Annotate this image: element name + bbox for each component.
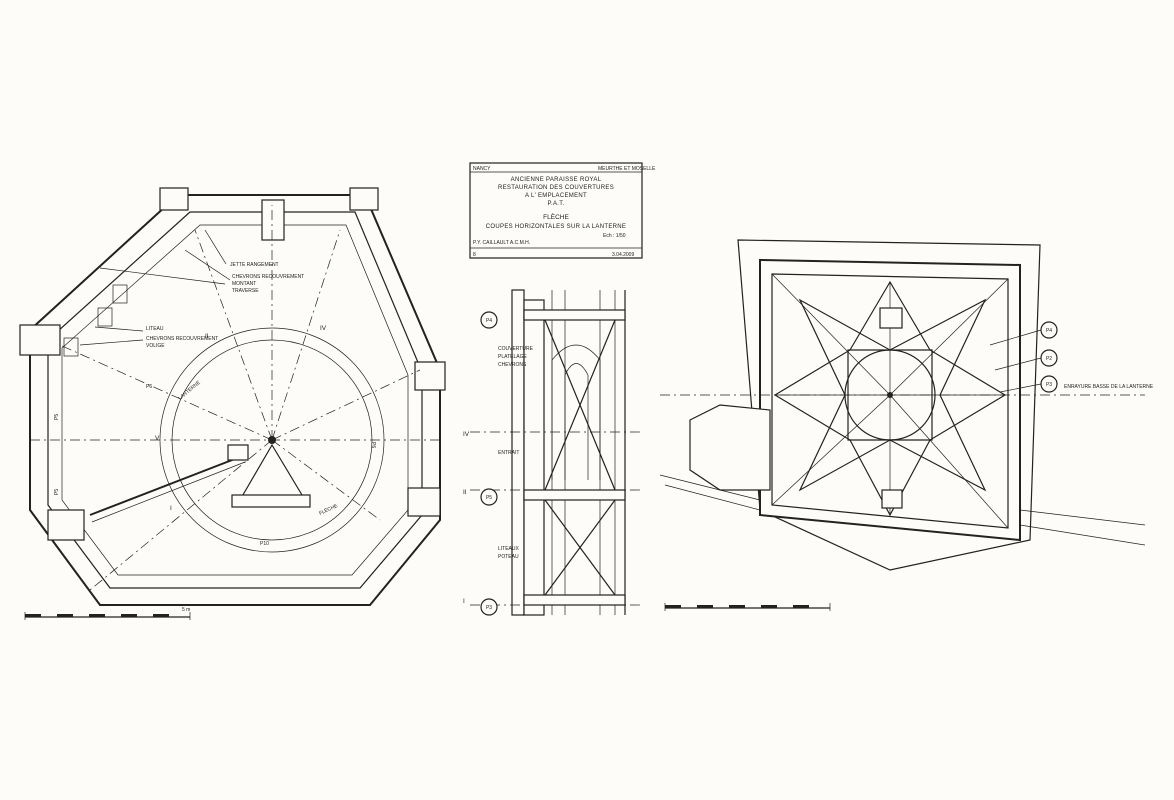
right-callout-p2: P2 (1046, 356, 1052, 362)
right-callout-circle-p3 (1040, 375, 1058, 393)
section-left-post (523, 299, 545, 616)
bracket-box (112, 284, 128, 304)
annotation-traverse: TRAVERSE (232, 288, 259, 294)
octagonal-plan-lantern: JETTE RANGEMENT CHEVRONS RECOUVREMENT MO… (19, 187, 446, 620)
annotation-chevrons-1: CHEVRONS RECOUVREMENT (232, 274, 304, 280)
scale-bar-left (24, 612, 191, 620)
corner-post-w (19, 324, 61, 356)
diagonal-strut (89, 454, 246, 516)
corner-post-se (407, 487, 441, 517)
side-label-p5-w: P5 (54, 414, 60, 420)
section-beam-mid (523, 489, 626, 501)
tb-sheet-no: 8 (473, 252, 476, 258)
roman-numeral-V: V (155, 435, 160, 442)
corner-post-e (414, 361, 446, 391)
callout-circle-p5 (480, 488, 498, 506)
roman-numeral-II: II (205, 333, 209, 340)
level-IV: IV (463, 431, 470, 438)
callout-p4: P4 (486, 318, 492, 324)
vertical-section-lantern: IV II I P4 P5 P3 COUVERTURE PLATELAGE CH… (463, 289, 640, 616)
label-p10: P10 (260, 541, 269, 547)
annotation-montant: MONTANT (232, 281, 256, 287)
roman-numeral-I: I (170, 505, 172, 512)
section-window-arch (551, 344, 601, 480)
callout-p5: P5 (486, 495, 492, 501)
annotation-volige: VOLIGE (146, 343, 165, 349)
corner-post-sw (47, 509, 85, 541)
section-note-1: COUVERTURE (498, 346, 534, 352)
tb-scale: Ech : 1/50 (603, 233, 626, 239)
section-window-inner (564, 363, 589, 480)
top-opening (879, 307, 903, 329)
tb-subtitle: COUPES HORIZONTALES SUR LA LANTERNE (486, 224, 626, 230)
right-callout-circle-p2 (1040, 349, 1058, 367)
corner-post-ne (349, 187, 379, 211)
tb-line1: ANCIENNE PARAISSE ROYAL (511, 177, 602, 183)
diagonal-strut-edge (91, 461, 246, 523)
callout-circle-p4 (480, 311, 498, 329)
section-note-6: POTEAU (498, 554, 519, 560)
square-plan-enrayure: P4 P2 P3 ENRAYURE BASSE DE LA LANTERNE (659, 239, 1154, 611)
side-label-p6-nw: P6 (146, 384, 152, 390)
level-II: II (463, 489, 467, 496)
tb-subject: FLÈCHE (543, 212, 569, 221)
tb-date: 3.04.2009 (612, 252, 634, 258)
central-post-n (261, 199, 285, 241)
octagon-inner-wall (47, 211, 423, 589)
annotation-liteau: LITEAU (146, 326, 164, 332)
corner-post-nw (159, 187, 189, 211)
central-beam (231, 494, 311, 508)
callout-circle-p3 (480, 598, 498, 616)
adjacent-turret (689, 404, 771, 491)
section-note-2: PLATELAGE (498, 354, 527, 360)
section-note-3: CHEVRONS (498, 362, 527, 368)
tb-city: NANCY (473, 166, 491, 172)
annotation-chevrons-2: CHEVRONS RECOUVREMENT (146, 336, 218, 342)
title-block-frame (469, 162, 643, 259)
section-beam-top (523, 309, 626, 321)
scale-label-left: 5 m (182, 607, 190, 613)
annotation-jette: JETTE RANGEMENT (230, 262, 279, 268)
right-callout-p4: P4 (1046, 328, 1052, 334)
bracket-box (97, 307, 113, 327)
callout-p3: P3 (486, 605, 492, 611)
scale-bar-right (664, 603, 831, 611)
section-level-lines (470, 431, 640, 606)
octagon-outer-wall (29, 194, 441, 606)
annotation-leaders (79, 229, 231, 346)
side-label-p5-sw: P5 (54, 489, 60, 495)
right-callout-leaders (989, 329, 1042, 393)
tb-line4: P.A.T. (547, 201, 564, 207)
section-cross-braces (544, 319, 616, 596)
side-label-p6-e: P6 (370, 442, 376, 448)
roman-numeral-IV: IV (320, 325, 327, 332)
right-callout-circle-p4 (1040, 321, 1058, 339)
section-note-4: ENTRAIT (498, 450, 519, 456)
title-block: NANCY MEURTHE ET MOSELLE ANCIENNE PARAIS… (469, 162, 656, 259)
central-hub (268, 436, 276, 444)
section-note-5: LITEAUX (498, 546, 520, 552)
bottom-opening (881, 489, 903, 509)
section-beam-bottom (523, 594, 626, 606)
tb-author: P.Y. CAILLAULT A.C.M.H. (473, 240, 530, 246)
right-callout-p3: P3 (1046, 382, 1052, 388)
level-I: I (463, 598, 465, 605)
tb-line3: A L' EMPLACEMENT (525, 193, 587, 199)
octagon-inner-lining (61, 224, 409, 576)
tb-line2: RESTAURATION DES COUVERTURES (498, 185, 614, 191)
tb-department: MEURTHE ET MOSELLE (598, 166, 656, 172)
right-note-enrayure: ENRAYURE BASSE DE LA LANTERNE (1064, 384, 1154, 390)
strut-bracket (227, 444, 249, 461)
